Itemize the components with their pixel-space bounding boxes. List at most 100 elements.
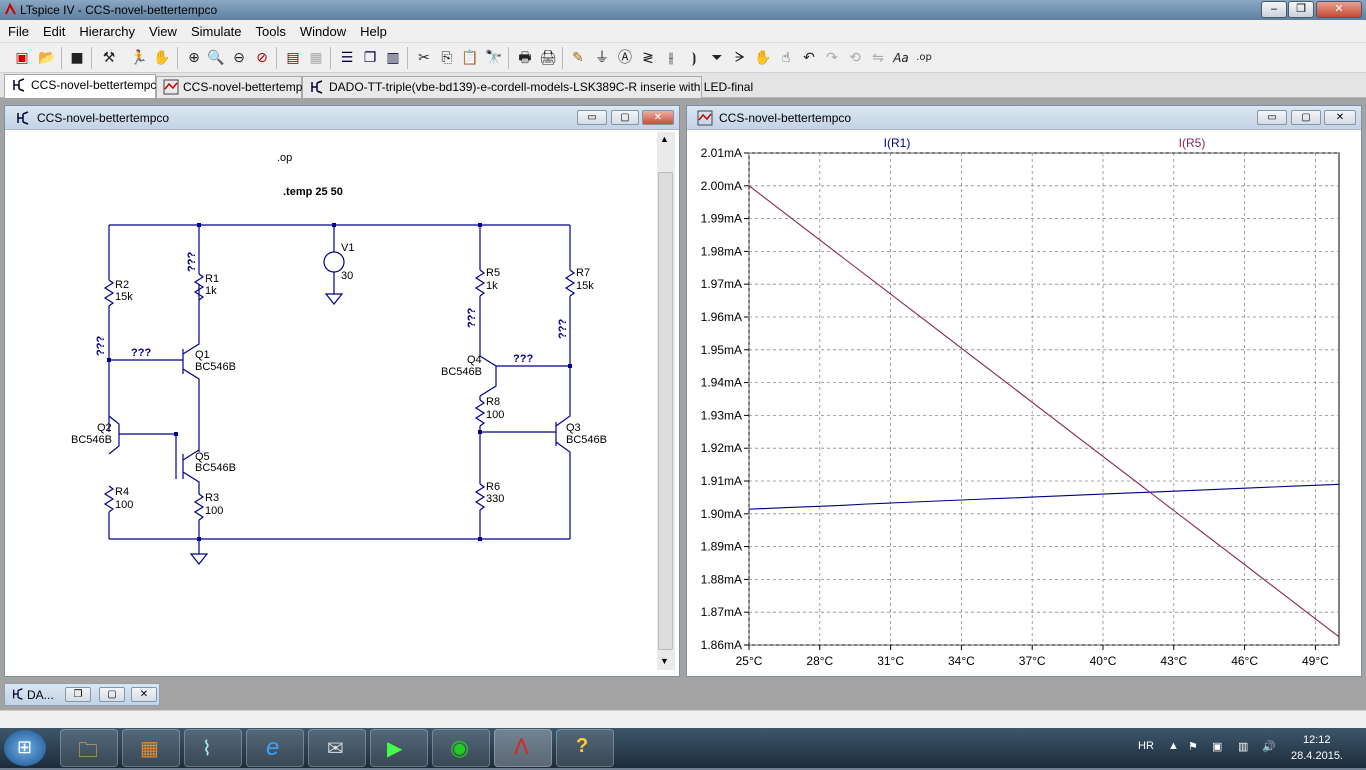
menu-simulate[interactable]: Simulate [190,24,242,39]
tile-horizontal-icon[interactable]: ☰ [340,50,354,66]
schematic-canvas[interactable]: .op .temp 25 50 R2 15k R1 1k Q1 BC546B Q… [11,134,655,670]
minimized-window[interactable]: DA... ❐ ▢ ✕ [4,683,160,706]
flag-icon[interactable]: ⚑ [1188,741,1198,753]
move-icon[interactable]: ✋ [754,50,772,66]
draw-wire-icon[interactable]: ✎ [572,50,584,66]
tab-dado-schematic[interactable]: DADO-TT-triple(vbe-bd139)-e-cordell-mode… [302,76,753,98]
net-label[interactable]: ??? [466,308,478,328]
resistor-icon[interactable]: ≷ [642,50,654,66]
fft-icon[interactable]: ▦ [309,50,323,66]
help-taskbar-button[interactable]: ? [556,729,614,767]
component-icon[interactable]: ᗒ [734,50,746,66]
text-icon[interactable]: Aa [893,51,909,65]
print-setup-icon[interactable]: 🖶 [518,50,532,66]
menu-edit[interactable]: Edit [42,24,66,39]
scroll-down-icon[interactable]: ▼ [660,656,669,666]
restore-button[interactable]: ❐ [1288,1,1314,18]
zoom-pan-icon[interactable]: 🔍 [207,50,225,66]
ground-icon[interactable]: ⏚ [595,50,609,66]
scroll-thumb[interactable] [658,172,673,650]
tab-schematic[interactable]: CCS-novel-bettertempco [4,74,163,98]
menu-tools[interactable]: Tools [255,24,286,39]
save-icon[interactable]: ■ [70,50,84,66]
ie-taskbar-button[interactable]: e [246,729,304,767]
scope-taskbar-button[interactable]: ⌇ [184,729,242,767]
volume-icon[interactable]: 🔊 [1262,741,1276,753]
tray-expand-icon[interactable]: ▲ [1168,740,1179,752]
installer-taskbar-button[interactable]: ▦ [122,729,180,767]
scroll-up-icon[interactable]: ▲ [660,134,669,144]
print-icon[interactable]: 🖨 [539,50,557,66]
minimize-button[interactable]: – [1261,1,1287,18]
inductor-icon[interactable]: ⦘ [691,50,697,66]
control-panel-icon[interactable]: ⚒ [102,50,116,66]
schematic-close-button[interactable]: ✕ [642,110,674,125]
device-icon[interactable]: ▣ [1212,741,1223,753]
q3-name: Q3 [566,422,581,434]
menu-file[interactable]: File [8,24,29,39]
maximize-button[interactable]: ▢ [99,687,125,702]
language-indicator[interactable]: HR [1138,740,1154,752]
start-button[interactable]: ⊞ [4,730,46,766]
waveform-minimize-button[interactable]: ▭ [1257,110,1287,125]
net-label[interactable]: ??? [131,347,151,359]
net-label[interactable]: ??? [95,336,107,356]
network-icon[interactable]: ▥ [1238,741,1249,753]
restore-button[interactable]: ❐ [65,687,91,702]
capacitor-icon[interactable]: ⫲ [668,50,674,66]
zoom-fit-icon[interactable]: ⊘ [256,50,268,66]
zoom-out-icon[interactable]: ⊖ [233,50,245,66]
rotate-icon[interactable]: ⟲ [849,50,861,66]
temp-directive[interactable]: .temp 25 50 [283,186,343,198]
media-icon: ◉ [450,735,470,760]
tile-vertical-icon[interactable]: ▥ [386,50,400,66]
undo-icon[interactable]: ↶ [803,50,815,66]
waveform-maximize-button[interactable]: ▢ [1291,110,1321,125]
new-schematic-icon[interactable]: ▣ [15,50,29,66]
waveform-close-button[interactable]: ✕ [1324,110,1356,125]
mirror-icon[interactable]: ⇋ [872,50,884,66]
clock-time[interactable]: 12:12 [1303,734,1331,746]
menu-view[interactable]: View [148,24,177,39]
editor-taskbar-button[interactable]: ▶ [370,729,428,767]
x-tick-label: 49°C [1302,654,1329,668]
find-icon[interactable]: 🔭 [485,50,503,66]
cut-icon[interactable]: ✂ [418,50,430,66]
label-net-icon[interactable]: Ⓐ [618,50,632,66]
open-icon[interactable]: 📂 [38,50,56,66]
close-button[interactable]: ✕ [131,687,157,702]
legend-entry: I(R1) [884,136,911,150]
waveform-plot[interactable]: 2.01mA2.00mA1.99mA1.98mA1.97mA1.96mA1.95… [687,131,1361,676]
net-label[interactable]: ??? [186,252,198,272]
halt-icon[interactable]: ✋ [153,50,171,66]
zoom-in-icon[interactable]: ⊕ [188,50,200,66]
tab-waveform[interactable]: CCS-novel-bettertempco [156,76,315,98]
schematic-maximize-button[interactable]: ▢ [611,110,639,125]
explorer-taskbar-button[interactable]: 🗀 [60,729,118,767]
spice-directive-icon[interactable]: .op [916,52,932,63]
close-button[interactable]: ✕ [1316,1,1362,18]
diode-icon[interactable]: ⏷ [711,50,723,66]
ltspice-taskbar-button[interactable]: Λ [494,729,552,767]
mail-taskbar-button[interactable]: ✉ [308,729,366,767]
net-label[interactable]: ??? [557,319,569,339]
copy-icon[interactable]: ⎘ [441,50,453,66]
clock-date[interactable]: 28.4.2015. [1291,750,1343,762]
menu-help[interactable]: Help [360,24,387,39]
redo-icon[interactable]: ↷ [826,50,838,66]
cascade-icon[interactable]: ❐ [363,50,377,66]
net-label[interactable]: ??? [513,353,533,365]
r1-value: 1k [205,285,217,297]
autorange-icon[interactable]: ▤ [286,50,300,66]
menu-window[interactable]: Window [299,24,347,39]
run-icon[interactable]: 🏃 [130,50,148,66]
schematic-minimize-button[interactable]: ▭ [577,110,607,125]
toolbar: ▣ 📂 ■ ⚒ 🏃 ✋ ⊕ 🔍 ⊖ ⊘ ▤ ▦ ☰ ❐ ▥ ✂ ⎘ 📋 🔭 🖶 … [0,43,1366,73]
media-taskbar-button[interactable]: ◉ [432,729,490,767]
paste-icon[interactable]: 📋 [461,50,479,66]
schematic-scrollbar[interactable]: ▲ ▼ [657,132,675,670]
drag-icon[interactable]: ☝ [781,50,791,66]
menu-hierarchy[interactable]: Hierarchy [79,24,135,39]
folder-icon: 🗀 [78,740,98,762]
op-directive[interactable]: .op [277,152,292,164]
